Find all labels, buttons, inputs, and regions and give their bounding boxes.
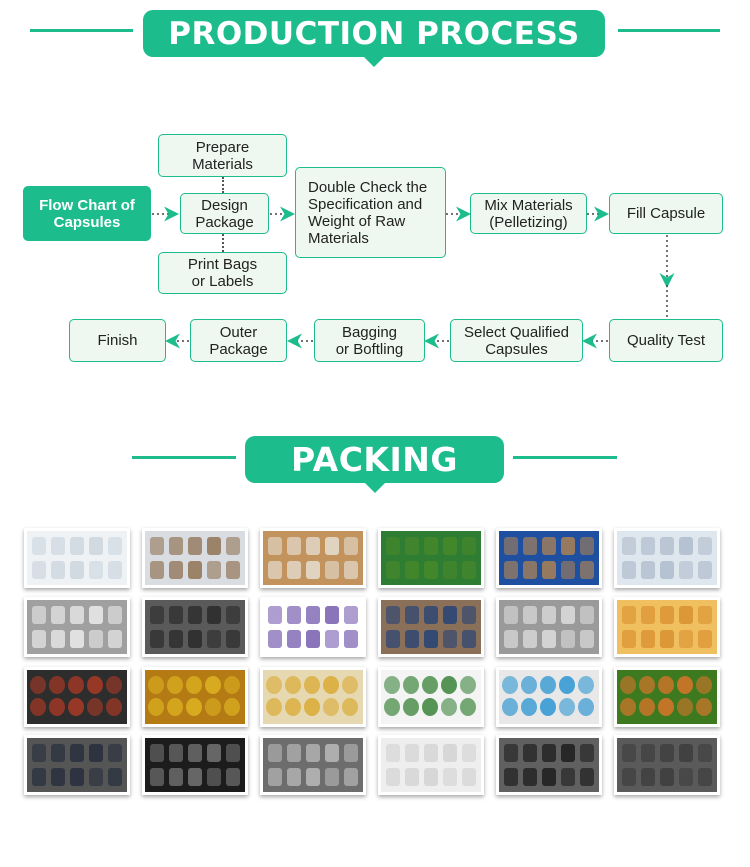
packing-banner: PACKING [245, 436, 504, 493]
packing-photo-softgel-bottles-top-view [260, 667, 366, 727]
connector-design-print [222, 234, 224, 252]
flow-print-bags: Print Bags or Labels [158, 252, 287, 294]
packing-photo-black-bottle-in-hand [496, 735, 602, 795]
packing-photo-white-capsules-bottle [378, 597, 484, 657]
packing-photo-orange-capsule-jars [614, 597, 720, 657]
header-line-right [618, 29, 720, 32]
packing-photo-red-gummy-bottles [24, 667, 130, 727]
packing-photo-factory-floor [142, 528, 248, 588]
packing-photo-blue-capsules [496, 667, 602, 727]
packing-photo-green-wrapped-pallets [378, 528, 484, 588]
packing-photo-gray-bottles-box [260, 735, 366, 795]
page-title: PRODUCTION PROCESS [168, 15, 580, 52]
flow-mix-materials: Mix Materials (Pelletizing) [470, 193, 587, 234]
production-process-banner: PRODUCTION PROCESS [143, 10, 605, 67]
flow-fill-capsule: Fill Capsule [609, 193, 723, 234]
packing-photo-boxed-black-bottles [24, 735, 130, 795]
packing-title: PACKING [291, 440, 458, 479]
packing-line-right [513, 456, 617, 459]
packing-photo-dark-bottles-box [614, 735, 720, 795]
packing-photo-stacked-cartons [260, 528, 366, 588]
packing-photo-orange-softgels [614, 667, 720, 727]
header-line-left [30, 29, 133, 32]
flow-double-check: Double Check the Specification and Weigh… [295, 167, 446, 258]
connector-prepare-design [222, 177, 224, 193]
packing-photo-white-bottles-purple-labels [24, 597, 130, 657]
packing-photo-bottles-tray [378, 735, 484, 795]
flow-outer-package: Outer Package [190, 319, 287, 362]
flow-arrows [152, 206, 675, 349]
flow-select-capsules: Select Qualified Capsules [450, 319, 583, 362]
packing-photo-purple-bottles-pile [260, 597, 366, 657]
packing-photo-warehouse-exterior-shelves [24, 528, 130, 588]
packing-photo-factory-building-exterior [614, 528, 720, 588]
flow-prepare-materials: Prepare Materials [158, 134, 287, 177]
flow-start-box: Flow Chart of Capsules [23, 186, 151, 241]
packing-photo-bottles-in-box [142, 597, 248, 657]
flow-design-package: Design Package [180, 193, 269, 234]
flow-bagging: Bagging or Boftling [314, 319, 425, 362]
packing-photo-warehouse-racks [496, 528, 602, 588]
flow-quality-test: Quality Test [609, 319, 723, 362]
flow-finish: Finish [69, 319, 166, 362]
packing-photo-green-capsules [378, 667, 484, 727]
packing-photo-white-bottles-rows [142, 735, 248, 795]
packing-line-left [132, 456, 236, 459]
packing-photo-bottles-with-labels [496, 597, 602, 657]
packing-photo-yellow-softgels-bottles [142, 667, 248, 727]
